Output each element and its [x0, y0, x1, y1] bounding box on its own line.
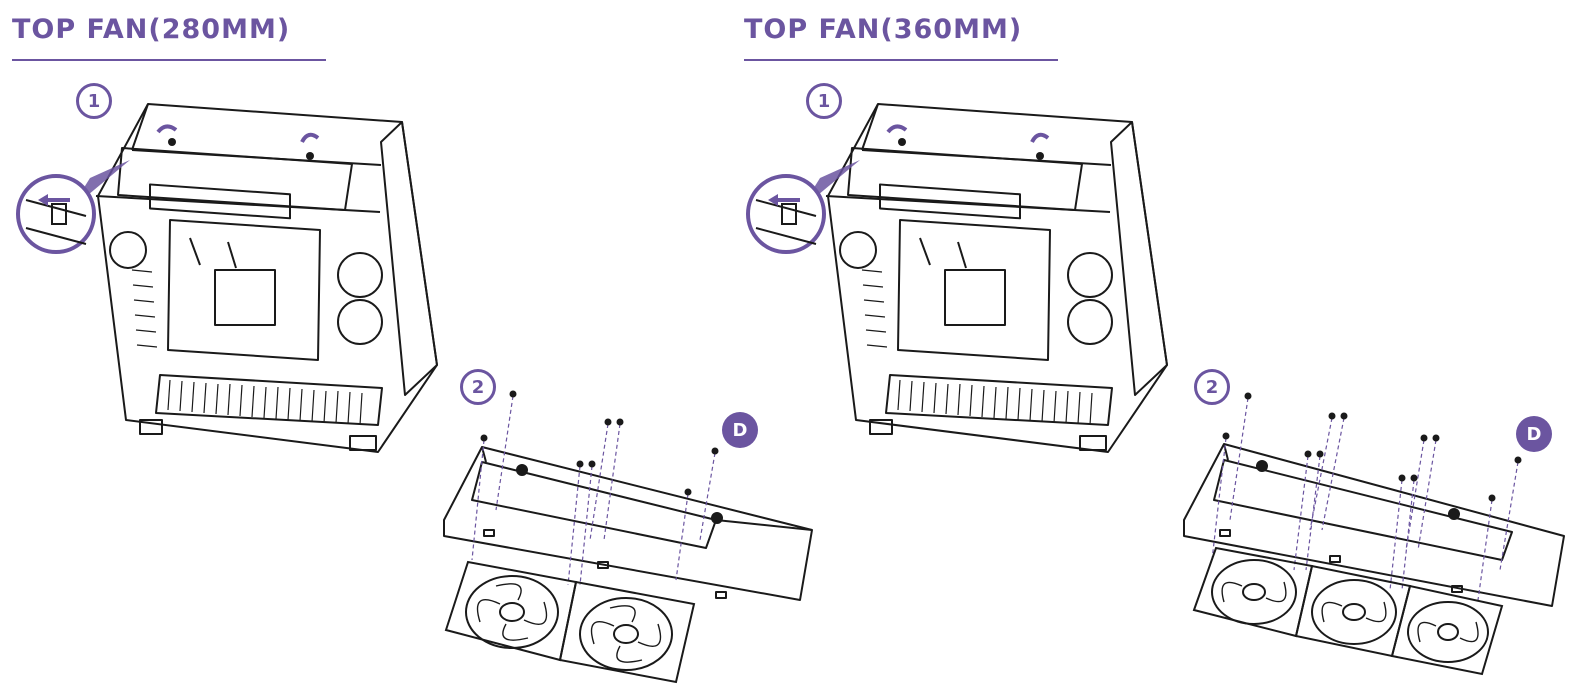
- fan-icon: [1192, 546, 1504, 676]
- screw-icon: [1222, 392, 1522, 502]
- release-clip-zoom-icon: [16, 160, 130, 254]
- section-title: TOP FAN(360MM): [744, 14, 1023, 45]
- part-d-badge: D: [1516, 416, 1552, 452]
- step-1-badge: 1: [806, 83, 842, 119]
- section-title: TOP FAN(280MM): [12, 14, 291, 45]
- pc-case-illustration: [746, 103, 1168, 453]
- screw-icon: [480, 390, 719, 496]
- fan-bracket-illustration: [1183, 392, 1565, 676]
- title-underline: [744, 59, 1058, 61]
- release-clip-zoom-icon: [746, 160, 860, 254]
- fan-icon: [444, 560, 696, 684]
- step-2-badge: 2: [460, 369, 496, 405]
- fan-bracket-illustration: [443, 390, 813, 684]
- pc-case-illustration: [16, 103, 438, 453]
- title-underline: [12, 59, 326, 61]
- panel-top-fan-280: TOP FAN(280MM) 1: [0, 0, 813, 698]
- step-1-badge: 1: [76, 83, 112, 119]
- step-2-badge: 2: [1194, 369, 1230, 405]
- panel-top-fan-360: TOP FAN(360MM) 1: [730, 0, 1571, 698]
- part-d-badge: D: [722, 412, 758, 448]
